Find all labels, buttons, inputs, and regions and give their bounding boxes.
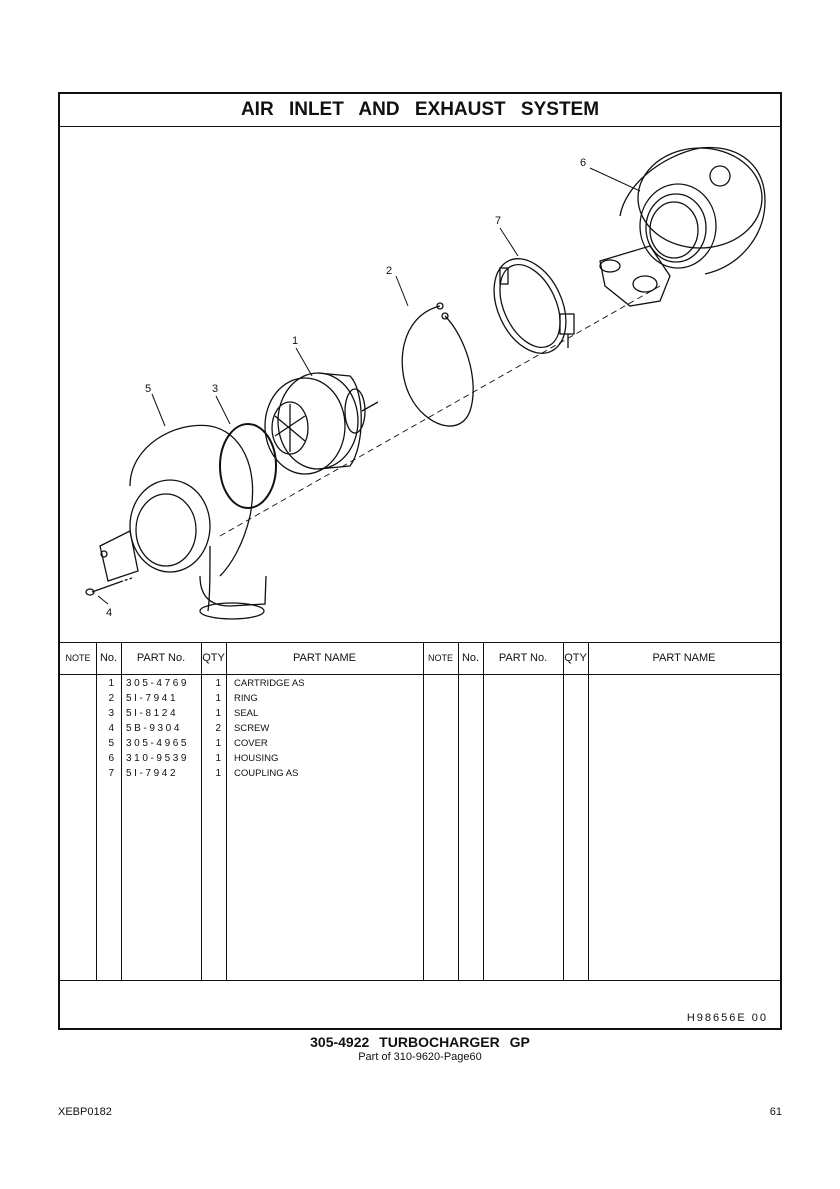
- table-row: 5 305-4965 1 COVER: [60, 736, 780, 751]
- row-qty: 1: [215, 738, 221, 749]
- row-qty: 2: [215, 723, 221, 734]
- header-part-no-right: PART No.: [498, 652, 548, 664]
- row-part-no: 5I-8124: [126, 708, 179, 719]
- row-no: 3: [108, 708, 114, 719]
- row-part-no: 310-9539: [126, 753, 190, 764]
- row-qty: 1: [215, 708, 221, 719]
- header-no-right: No.: [461, 652, 480, 664]
- header-qty-right: QTY: [564, 652, 587, 664]
- row-part-no: 305-4965: [126, 738, 190, 749]
- table-row: 1 305-4769 1 CARTRIDGE AS: [60, 676, 780, 691]
- row-part-no: 305-4769: [126, 678, 190, 689]
- header-qty-left: QTY: [202, 652, 225, 664]
- row-part-name: RING: [234, 693, 258, 704]
- column-divider: [423, 643, 424, 981]
- parts-page-frame: AIR INLET AND EXHAUST SYSTEM: [58, 92, 782, 1030]
- row-no: 1: [108, 678, 114, 689]
- cartridge-part-1: [264, 372, 379, 475]
- column-divider: [96, 643, 97, 981]
- table-row: 4 5B-9304 2 SCREW: [60, 721, 780, 736]
- row-part-name: HOUSING: [234, 753, 279, 764]
- callout-6: 6: [580, 157, 586, 169]
- illustration-code: H98656E 00: [686, 1012, 768, 1024]
- column-divider: [226, 643, 227, 981]
- page-number: 61: [769, 1106, 782, 1118]
- group-title: 305-4922 TURBOCHARGER GP: [310, 1034, 530, 1050]
- coupling-part-7: [493, 258, 575, 354]
- callout-2: 2: [386, 265, 392, 277]
- header-part-name-right: PART NAME: [652, 652, 716, 664]
- cover-part-5: [99, 424, 267, 620]
- table-row: 6 310-9539 1 HOUSING: [60, 751, 780, 766]
- table-row: 3 5I-8124 1 SEAL: [60, 706, 780, 721]
- row-no: 7: [108, 768, 114, 779]
- column-divider: [483, 643, 484, 981]
- row-no: 5: [108, 738, 114, 749]
- row-no: 6: [108, 753, 114, 764]
- table-row: 2 5I-7941 1 RING: [60, 691, 780, 706]
- column-divider: [201, 643, 202, 981]
- row-qty: 1: [215, 768, 221, 779]
- header-note-right: NOTE: [427, 653, 453, 663]
- assembly-axis: [219, 285, 661, 537]
- callout-5: 5: [145, 383, 151, 395]
- row-no: 4: [108, 723, 114, 734]
- callout-7: 7: [495, 215, 501, 227]
- column-divider: [563, 643, 564, 981]
- table-row: 7 5I-7942 1 COUPLING AS: [60, 766, 780, 781]
- header-note-left: NOTE: [65, 653, 91, 663]
- exploded-view-drawing: 6 7 2 1 3 5 4: [60, 126, 780, 642]
- row-qty: 1: [215, 693, 221, 704]
- row-part-name: CARTRIDGE AS: [234, 678, 305, 689]
- row-part-no: 5I-7942: [126, 768, 179, 779]
- seal-part-3: [219, 423, 277, 509]
- screw-part-4: [85, 577, 133, 596]
- housing-part-6: [599, 146, 766, 307]
- column-divider: [121, 643, 122, 981]
- column-divider: [588, 643, 589, 981]
- row-part-name: COVER: [234, 738, 268, 749]
- page-title: AIR INLET AND EXHAUST SYSTEM: [60, 94, 780, 127]
- turbocharger-exploded-illustration: 6 7 2 1 3 5 4: [85, 146, 766, 620]
- callout-3: 3: [212, 383, 218, 395]
- row-part-no: 5I-7941: [126, 693, 179, 704]
- row-part-name: COUPLING AS: [234, 768, 299, 779]
- callout-1: 1: [292, 335, 298, 347]
- header-part-name-left: PART NAME: [293, 652, 356, 664]
- header-no-left: No.: [99, 652, 118, 664]
- table-header: NOTE No. PART No. QTY PART NAME NOTE No.…: [60, 643, 780, 675]
- row-no: 2: [108, 693, 114, 704]
- document-id: XEBP0182: [58, 1106, 112, 1118]
- column-divider: [458, 643, 459, 981]
- row-qty: 1: [215, 753, 221, 764]
- header-part-no-left: PART No.: [136, 652, 186, 664]
- group-subtitle: Part of 310-9620-Page60: [358, 1051, 482, 1063]
- row-part-no: 5B-9304: [126, 723, 183, 734]
- table-footer-divider: [60, 980, 780, 981]
- row-qty: 1: [215, 678, 221, 689]
- row-part-name: SCREW: [234, 723, 270, 734]
- ring-part-2: [401, 302, 474, 427]
- row-part-name: SEAL: [234, 708, 259, 719]
- parts-table: NOTE No. PART No. QTY PART NAME NOTE No.…: [60, 642, 780, 981]
- callout-4: 4: [106, 607, 112, 619]
